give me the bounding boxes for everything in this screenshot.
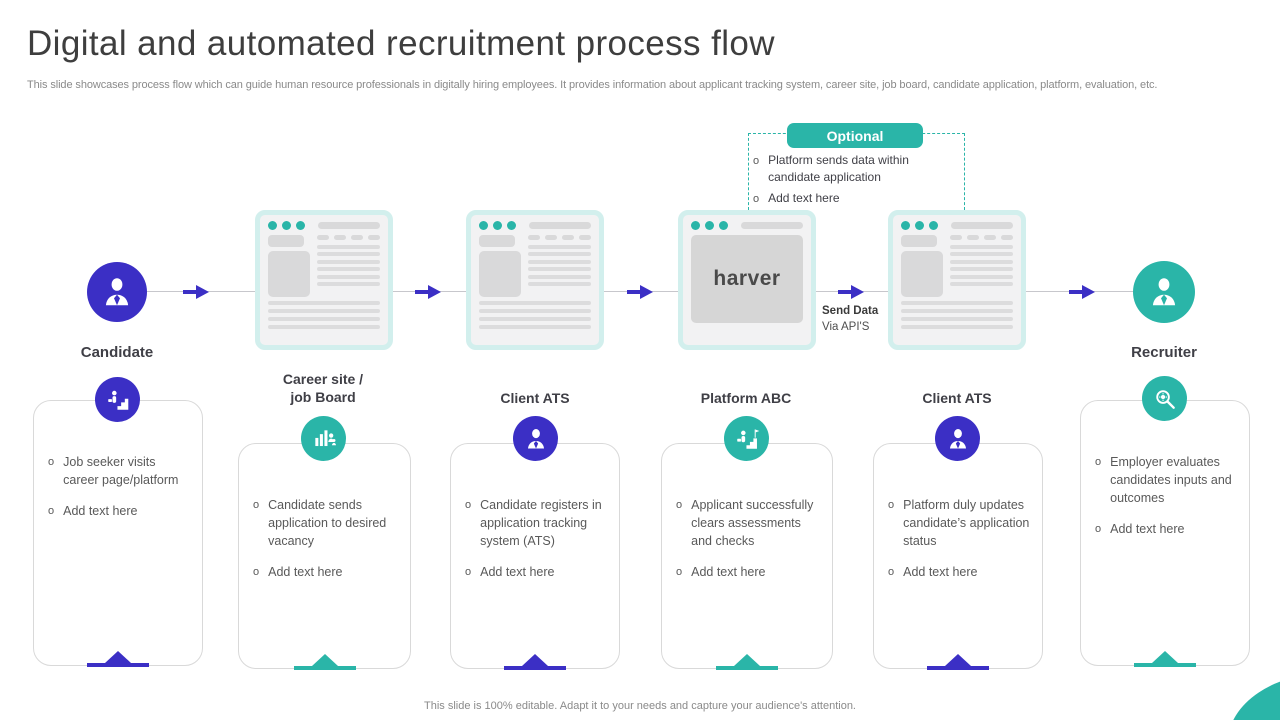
card-bottom-arrow <box>1134 650 1196 667</box>
label-platform-abc: Platform ABC <box>700 390 792 406</box>
button-placeholder <box>268 235 304 247</box>
arrow-right-icon <box>183 285 209 299</box>
button-placeholder <box>479 235 515 247</box>
address-bar-placeholder <box>741 222 803 229</box>
window-dot-icon <box>691 221 700 230</box>
card-bullet: Add text here <box>676 563 820 581</box>
card-bottom-arrow <box>716 653 778 670</box>
recruiter-label: Recruiter <box>1131 344 1197 361</box>
label-client-ats-2: Client ATS <box>922 390 992 406</box>
address-bar-placeholder <box>318 222 380 229</box>
stage-card-candidate: Job seeker visits career page/platform A… <box>33 400 203 667</box>
slide-subtitle: This slide showcases process flow which … <box>27 79 1158 91</box>
window-dot-icon <box>719 221 728 230</box>
stage-card-client-ats-2: Platform duly updates candidate’s applic… <box>873 443 1043 670</box>
career-steps-icon <box>95 377 140 422</box>
platform-logo: harver <box>691 235 803 323</box>
card-bullet: Add text here <box>48 502 190 520</box>
card-bottom-arrow <box>293 653 356 670</box>
footer-note: This slide is 100% editable. Adapt it to… <box>424 700 856 712</box>
card-bullet: Platform duly updates candidate’s applic… <box>888 496 1030 550</box>
window-dot-icon <box>268 221 277 230</box>
image-placeholder <box>479 251 521 297</box>
card-bullet: Employer evaluates candidates inputs and… <box>1095 453 1237 507</box>
card-bullet: Candidate sends application to desired v… <box>253 496 398 550</box>
candidate-label: Candidate <box>80 344 154 361</box>
card-bottom-arrow <box>504 653 566 670</box>
stage-card-career-site: Candidate sends application to desired v… <box>238 443 411 670</box>
card-bullet: Job seeker visits career page/platform <box>48 453 190 489</box>
stage-card-recruiter: Employer evaluates candidates inputs and… <box>1080 400 1250 667</box>
image-placeholder <box>268 251 310 297</box>
page-title: Digital and automated recruitment proces… <box>27 24 775 63</box>
stage-card-client-ats-1: Candidate registers in application track… <box>450 443 620 670</box>
label-career-site: Career site / job Board <box>282 371 364 405</box>
callout-bullet: Platform sends data within candidate app… <box>753 152 961 187</box>
card-bullet: Add text here <box>1095 520 1237 538</box>
candidate-avatar <box>87 262 147 322</box>
window-dot-icon <box>901 221 910 230</box>
arrow-right-icon <box>627 285 653 299</box>
card-bottom-arrow <box>87 650 149 667</box>
browser-window-platform: harver <box>678 210 816 350</box>
window-dot-icon <box>282 221 291 230</box>
image-placeholder <box>901 251 943 297</box>
window-dot-icon <box>479 221 488 230</box>
window-titlebar <box>268 221 380 230</box>
callout-bullet: Add text here <box>753 190 961 208</box>
window-dot-icon <box>296 221 305 230</box>
card-bullet: Add text here <box>888 563 1030 581</box>
window-dot-icon <box>493 221 502 230</box>
arrow-right-icon <box>415 285 441 299</box>
arrow-right-icon <box>838 285 864 299</box>
corner-decoration <box>1228 672 1280 720</box>
card-bullet: Candidate registers in application track… <box>465 496 607 550</box>
send-data-note: Send Data Via API'S <box>822 303 878 335</box>
card-bullet: Add text here <box>253 563 398 581</box>
person-icon <box>513 416 558 461</box>
person-icon <box>935 416 980 461</box>
arrow-right-icon <box>1069 285 1095 299</box>
optional-badge: Optional <box>787 123 923 148</box>
recruiter-avatar <box>1133 261 1195 323</box>
send-data-line1: Send Data <box>822 305 879 317</box>
label-client-ats-1: Client ATS <box>500 390 570 406</box>
window-titlebar <box>479 221 591 230</box>
browser-window-career-site <box>255 210 393 350</box>
browser-window-client-ats-1 <box>466 210 604 350</box>
card-bottom-arrow <box>927 653 989 670</box>
career-steps-flag-icon <box>724 416 769 461</box>
window-dot-icon <box>705 221 714 230</box>
window-dot-icon <box>507 221 516 230</box>
window-dot-icon <box>929 221 938 230</box>
address-bar-placeholder <box>529 222 591 229</box>
stage-card-platform-abc: Applicant successfully clears assessment… <box>661 443 833 670</box>
card-bullet: Add text here <box>465 563 607 581</box>
card-bullet: Applicant successfully clears assessment… <box>676 496 820 550</box>
window-dot-icon <box>915 221 924 230</box>
window-titlebar <box>691 221 803 230</box>
send-data-line2: Via API'S <box>822 321 870 334</box>
person-icon <box>1152 278 1176 306</box>
browser-window-client-ats-2 <box>888 210 1026 350</box>
search-evaluation-icon <box>1142 376 1187 421</box>
button-placeholder <box>901 235 937 247</box>
optional-callout-bullets: Platform sends data within candidate app… <box>753 152 961 208</box>
growth-chart-people-icon <box>301 416 346 461</box>
person-icon <box>105 278 129 306</box>
address-bar-placeholder <box>951 222 1013 229</box>
window-titlebar <box>901 221 1013 230</box>
